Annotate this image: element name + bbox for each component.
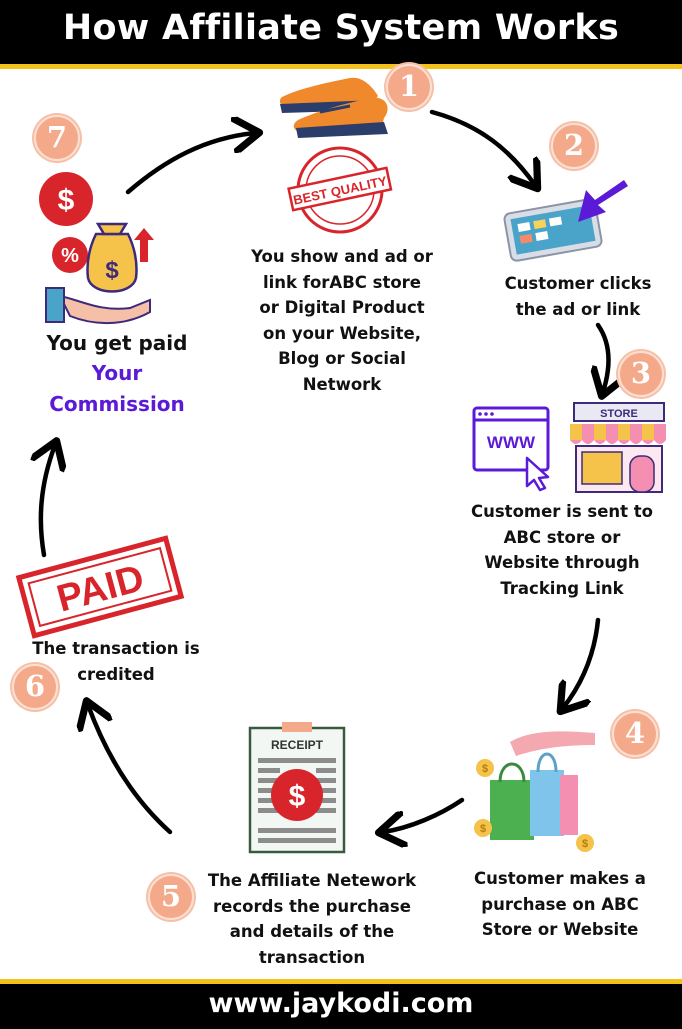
website-url: www.jaykodi.com — [208, 988, 474, 1019]
step-6-number-badge: 6 — [12, 664, 58, 710]
svg-text:$: $ — [480, 823, 486, 835]
footer-banner: www.jaykodi.com — [0, 979, 682, 1029]
step-5-caption: The Affiliate Netework records the purch… — [207, 871, 417, 967]
arrow-1-to-2 — [429, 109, 535, 185]
step-3-number-badge: 3 — [618, 351, 664, 397]
receipt-title: RECEIPT — [271, 738, 324, 752]
step-1-caption: You show and ad or link forABC store or … — [251, 247, 433, 394]
step-7-caption: You get paid Your Commission — [46, 331, 188, 416]
step-4-caption: Customer makes a purchase on ABC Store o… — [474, 869, 646, 939]
arrow-7-to-1 — [125, 133, 255, 195]
arrow-5-to-6 — [88, 705, 173, 835]
step-5-number-badge: 5 — [148, 874, 194, 920]
svg-text:%: % — [61, 245, 79, 267]
svg-text:$: $ — [582, 838, 588, 850]
step-6-caption: The transaction is credited — [32, 639, 200, 684]
step-2-number-badge: 2 — [551, 123, 597, 169]
step-2-caption: Customer clicks the ad or link — [504, 274, 652, 319]
store-sign-text: STORE — [600, 408, 638, 420]
arrow-6-to-7 — [41, 445, 55, 558]
step-7-number-badge: 7 — [34, 115, 80, 161]
coin-symbol: $ — [58, 184, 75, 217]
receipt-symbol: $ — [289, 780, 306, 813]
step-4-number-badge: 4 — [612, 711, 658, 757]
svg-text:$: $ — [105, 257, 119, 284]
page-title: How Affiliate System Works — [62, 8, 620, 48]
arrow-3-to-4 — [563, 617, 601, 708]
step-3-caption: Customer is sent to ABC store or Website… — [471, 502, 653, 598]
title-banner: How Affiliate System Works — [0, 0, 682, 69]
svg-text:$: $ — [482, 763, 488, 775]
arrow-4-to-5 — [383, 797, 465, 832]
arrow-2-to-3 — [598, 322, 608, 392]
www-text: WWW — [487, 433, 536, 452]
step-1-number-badge: 1 — [386, 64, 432, 110]
